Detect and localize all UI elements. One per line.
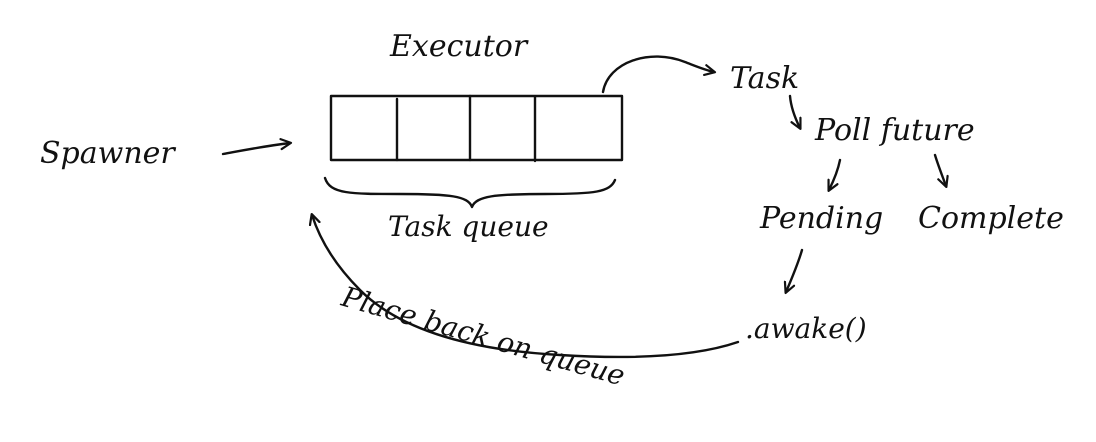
- spawner-label: Spawner: [40, 136, 176, 171]
- task-queue: [329, 94, 624, 163]
- queue-label: Task queue: [388, 210, 549, 243]
- awake-label: .awake(): [745, 312, 867, 345]
- return-label: Place back on queue: [337, 280, 628, 393]
- complete-label: Complete: [918, 201, 1064, 236]
- return-to-queue-arrow: [312, 215, 740, 359]
- executor-label: Executor: [389, 29, 529, 64]
- poll-to-pending-arrow: [829, 158, 842, 190]
- spawner-arrow: [221, 143, 290, 156]
- queue-brace: [323, 176, 617, 209]
- dequeue-arrow: [601, 55, 714, 94]
- task-to-poll-arrow: [788, 94, 800, 128]
- task-label: Task: [730, 61, 799, 96]
- task-queue-box: [329, 94, 624, 162]
- pending-label: Pending: [759, 201, 883, 236]
- poll-label: Poll future: [814, 113, 975, 148]
- poll-to-complete-arrow: [933, 153, 946, 186]
- pending-to-awake-arrow: [786, 248, 804, 292]
